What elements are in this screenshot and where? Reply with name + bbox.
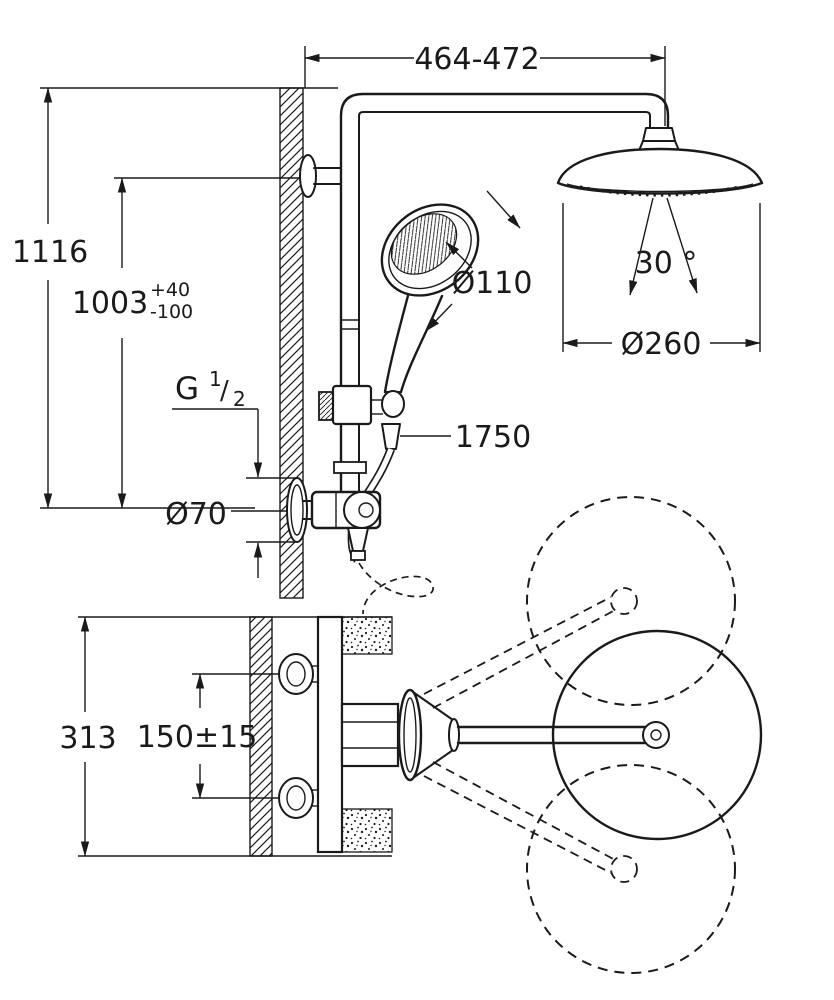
supply-spacing-label: 150±15 [137,720,258,755]
hand-shower-top-view [397,688,460,782]
overall-height-label: 1116 [12,235,88,270]
dim-overall-height: 1116 [12,87,338,509]
hose-length-text: 1750 [455,420,531,455]
dim-top-width: 464-472 [304,42,666,126]
swivel-range-indicator [423,496,736,974]
mount-depth-label: 313 [59,721,116,756]
head-shower [556,147,764,197]
thread-slash-label: / [220,376,229,406]
head-pointer-arrow [486,190,521,229]
riser-tol-minus-label: -100 [150,301,193,323]
hand-shower-diameter-label: Ø110 [452,266,533,301]
thread-denominator-label: 2 [233,387,246,411]
supply-connection-bottom [278,777,318,819]
shower-arm-top-view [456,721,670,749]
dim-head-diameter: Ø260 [562,203,761,362]
spray-angle-label: 30 ° [635,246,698,281]
riser-pipe [339,92,670,494]
dim-riser-height: 1003 +40 -100 [72,177,303,509]
head-shower-top-view [551,629,763,841]
riser-tol-plus-label: +40 [150,279,190,301]
mounting-rail [316,615,393,854]
supply-connection-top [278,653,318,695]
dim-hand-shower: Ø110 [425,241,533,332]
riser-height-label: 1003 [72,286,148,321]
valve-top-view [340,702,400,768]
wall-bracket [299,154,342,198]
top-width-label: 464-472 [414,42,539,77]
mixer-valve [286,461,382,561]
hand-shower [380,203,480,394]
spray-angle-indicator: 30 ° [629,197,698,296]
dim-supply-spacing: 150±15 [137,673,280,799]
escutcheon-diameter-label: Ø70 [165,497,227,532]
shower-slider [318,384,405,450]
hose-length-label: 1750 [400,420,531,455]
thread-prefix-label: G [175,371,199,407]
head-shower-diameter-label: Ø260 [621,327,702,362]
thread-label: G 1 / 2 [172,367,263,478]
dim-escutcheon: Ø70 [165,477,296,578]
thread-numerator-label: 1 [209,367,222,391]
